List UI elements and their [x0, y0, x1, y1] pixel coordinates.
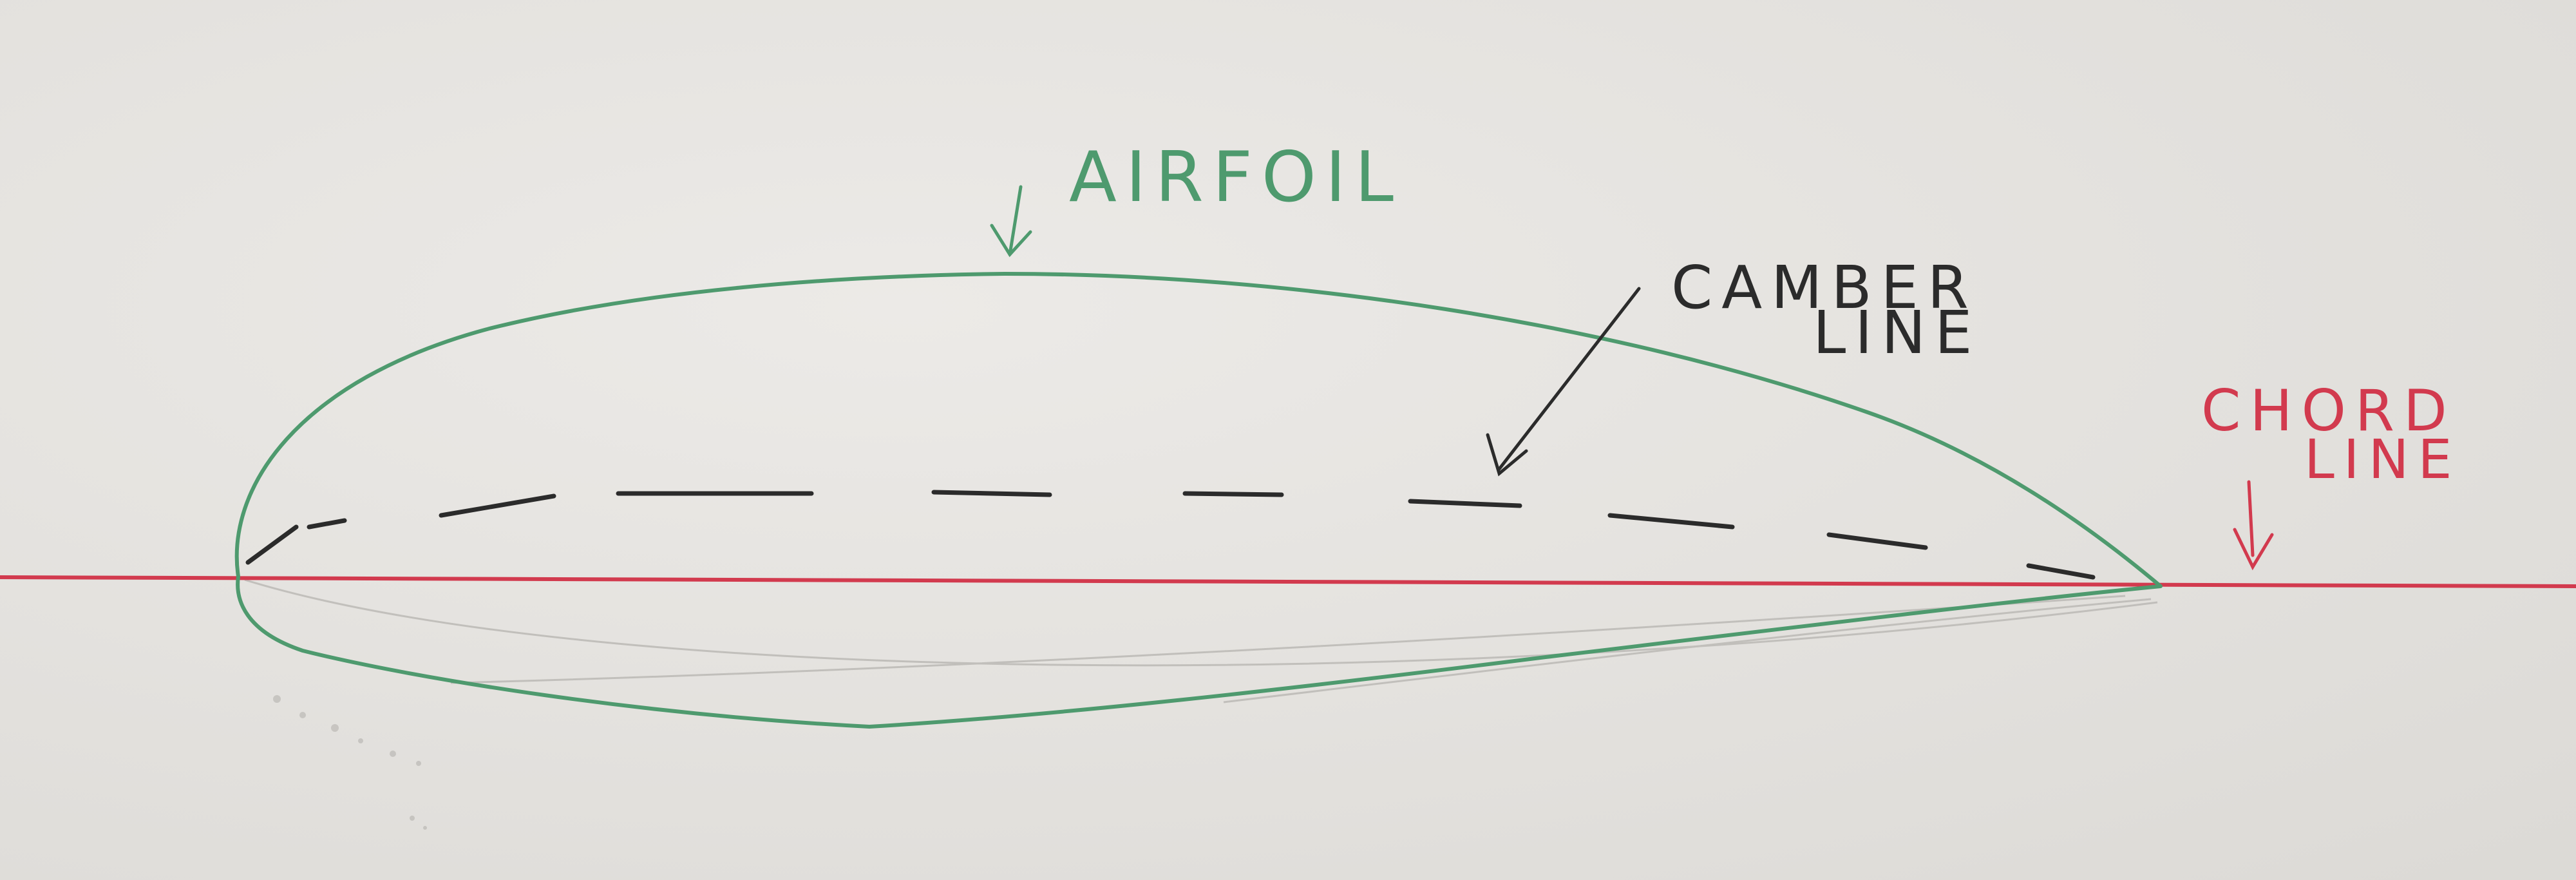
- airfoil-arrow: [990, 185, 1032, 258]
- airfoil-outline: [234, 272, 2163, 729]
- camber-line-arrow: [1486, 287, 1641, 477]
- camber-line-label-line2: LINE: [1813, 298, 1981, 367]
- chord-line: [0, 575, 2576, 588]
- chord-line-arrow: [2233, 480, 2274, 571]
- airfoil-label: AIRFOIL: [1069, 137, 1403, 218]
- chord-line-label: CHORD: [2201, 378, 2456, 444]
- camber-line-label: CAMBER: [1671, 253, 1978, 322]
- pencil-sketch-lines: [244, 579, 2158, 703]
- chord-line-label-line2: LINE: [2304, 428, 2461, 491]
- camber-line: [245, 490, 2096, 580]
- pencil-smudge: [273, 695, 427, 830]
